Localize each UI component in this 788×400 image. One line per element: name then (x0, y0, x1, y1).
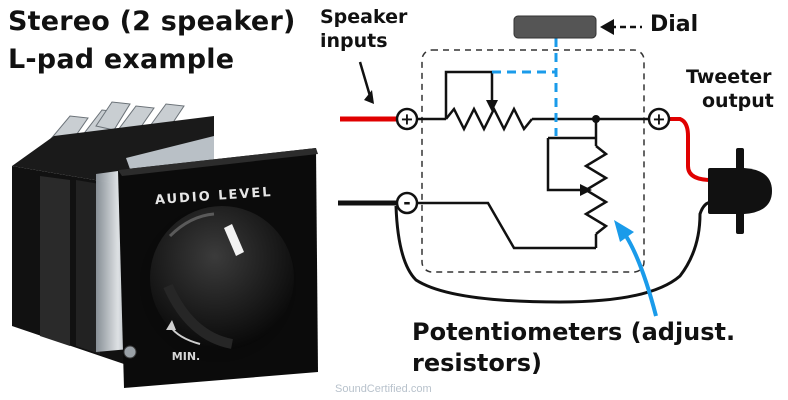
lpad-enclosure-outline (421, 49, 645, 273)
terminal-plus-out: + (647, 107, 671, 131)
tweeter-icon (708, 148, 772, 234)
terminal-plus-in: + (395, 107, 419, 131)
title-line-1: Stereo (2 speaker) (8, 6, 296, 37)
volume-knob[interactable] (140, 206, 296, 362)
negative-return-wire (394, 200, 713, 304)
junction-dot (592, 115, 600, 123)
tweeter-output-label-line-1: Tweeter (686, 66, 772, 88)
lpad-device-illustration: AUDIO LEVEL MIN. (12, 101, 318, 388)
svg-text:-: - (403, 193, 410, 214)
dial-linkage (492, 38, 558, 136)
svg-text:+: + (652, 110, 665, 129)
potentiometers-pointer-arrow (614, 220, 658, 317)
speaker-inputs-label-line-2: inputs (320, 30, 388, 52)
wiper-arrow-icon-2 (580, 184, 592, 196)
tweeter-output-label-line-2: output (702, 90, 774, 112)
speaker-inputs-arrow (358, 61, 374, 104)
watermark: SoundCertified.com (335, 383, 432, 395)
dial-pointer-arrow (600, 19, 642, 35)
terminal-minus-in: - (395, 191, 419, 215)
screw-icon (123, 345, 137, 359)
min-label: MIN. (172, 350, 200, 363)
dial-label: Dial (650, 12, 699, 37)
potentiometers-label-line-1: Potentiometers (adjust. (412, 318, 736, 346)
shunt-potentiometer (546, 119, 609, 248)
svg-text:+: + (400, 110, 413, 129)
speaker-inputs-label-line-1: Speaker (320, 6, 408, 28)
positive-output-wire (670, 117, 713, 182)
series-potentiometer (418, 70, 648, 132)
potentiometers-label-line-2: resistors) (412, 349, 542, 377)
wiper-arrow-icon (486, 100, 498, 112)
dial-body (513, 15, 597, 39)
title-line-2: L-pad example (8, 44, 235, 75)
negative-internal-wire (418, 201, 596, 250)
